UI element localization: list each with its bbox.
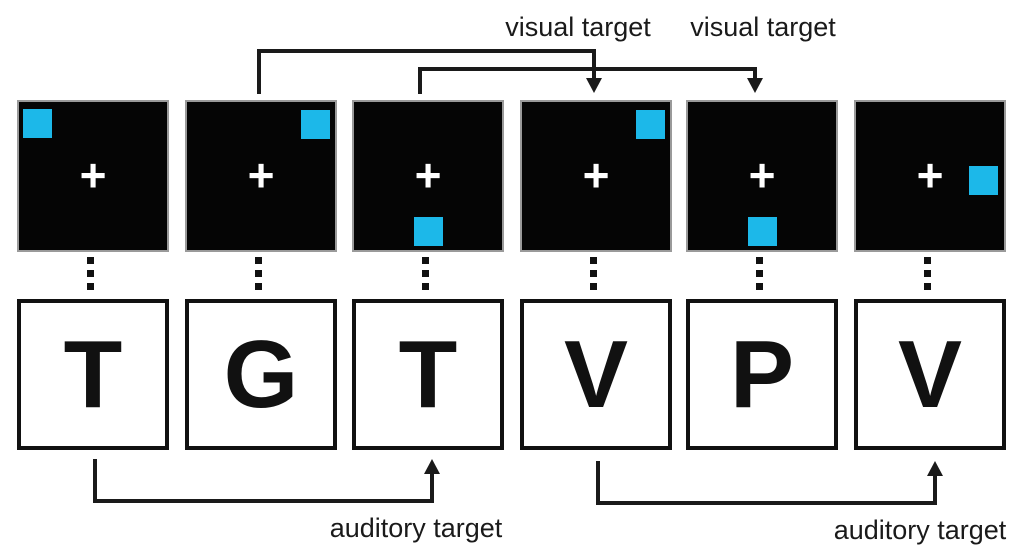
visual-cue-square — [748, 217, 777, 246]
visual-cue-square — [969, 166, 998, 195]
stream-connector-dots — [924, 257, 931, 294]
auditory-letter-card-4: V — [520, 299, 672, 450]
auditory-target-label-2: auditory target — [833, 515, 1007, 545]
visual-frame-2: + — [185, 100, 337, 252]
fixation-cross: + — [916, 149, 944, 201]
auditory-letter-card-1: T — [17, 299, 169, 450]
visual-target-label-2: visual target — [690, 12, 836, 42]
auditory-target-label-1: auditory target — [329, 513, 503, 543]
fixation-cross: + — [414, 149, 442, 201]
visual-cue-square — [414, 217, 443, 246]
visual-cue-square — [636, 110, 665, 139]
auditory-letter-card-2: G — [185, 299, 337, 450]
stream-connector-dots — [255, 257, 262, 294]
stream-connector-dots — [87, 257, 94, 294]
visual-cue-square — [23, 109, 52, 138]
visual-cue-square — [301, 110, 330, 139]
auditory-letter-card-3: T — [352, 299, 504, 450]
visual-target-arrow-2 — [418, 67, 763, 94]
visual-frame-5: + — [686, 100, 838, 252]
visual-frame-4: + — [520, 100, 672, 252]
auditory-target-arrow-2 — [596, 461, 943, 505]
auditory-letter-card-5: P — [686, 299, 838, 450]
stream-connector-dots — [756, 257, 763, 294]
auditory-target-arrow-1 — [93, 459, 440, 503]
fixation-cross: + — [582, 149, 610, 201]
visual-frame-1: + — [17, 100, 169, 252]
fixation-cross: + — [247, 149, 275, 201]
visual-target-arrow-1 — [257, 49, 602, 94]
fixation-cross: + — [748, 149, 776, 201]
auditory-letter-card-6: V — [854, 299, 1006, 450]
fixation-cross: + — [79, 149, 107, 201]
visual-frame-6: + — [854, 100, 1006, 252]
stream-connector-dots — [422, 257, 429, 294]
visual-target-label-1: visual target — [505, 12, 651, 42]
visual-frame-3: + — [352, 100, 504, 252]
stream-connector-dots — [590, 257, 597, 294]
